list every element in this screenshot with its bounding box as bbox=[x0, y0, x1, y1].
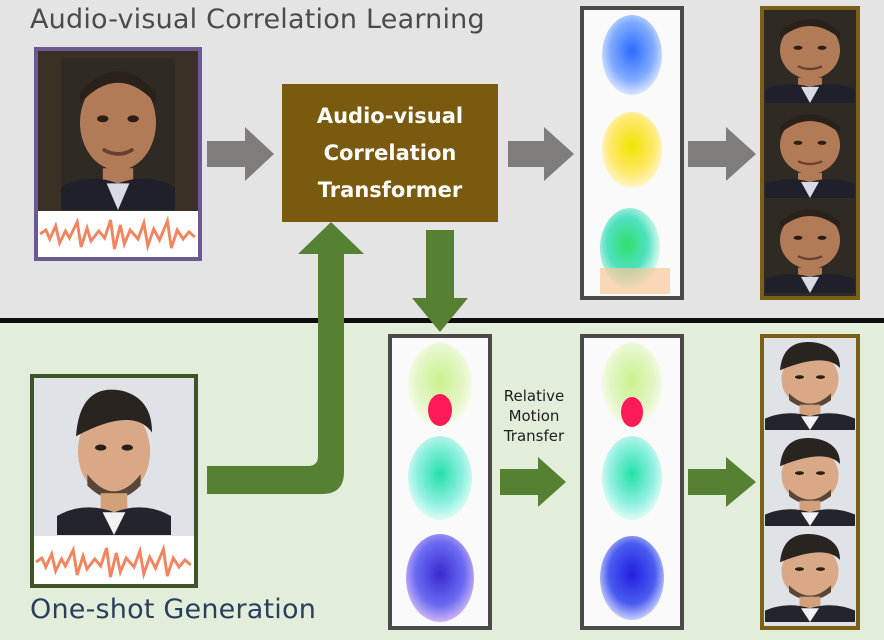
flow-map-icon bbox=[602, 15, 662, 95]
relative-motion-arrow-icon bbox=[500, 457, 566, 507]
transformer-label-line-2: Correlation bbox=[323, 140, 457, 165]
audio-motion-flow-column bbox=[580, 6, 684, 300]
arrow-to-flow-icon bbox=[508, 127, 574, 181]
transformer-label-line-3: Transformer bbox=[317, 177, 463, 202]
flow-map-icon bbox=[602, 436, 662, 520]
green-arrows bbox=[207, 222, 756, 507]
transformer-label-line-1: Audio-visual bbox=[316, 103, 464, 128]
relative-motion-line-2: Motion bbox=[508, 407, 560, 425]
audio-visual-correlation-transformer: Audio-visual Correlation Transformer bbox=[282, 84, 498, 222]
correlation-learning-title: Audio-visual Correlation Learning bbox=[30, 4, 485, 35]
flow-to-output-arrow-icon bbox=[688, 457, 756, 507]
reference-face-frame bbox=[30, 374, 198, 588]
relative-motion-line-3: Transfer bbox=[503, 427, 565, 445]
transformer-to-flow-arrow-icon bbox=[412, 230, 468, 332]
arrow-to-output-icon bbox=[688, 127, 756, 181]
flow-map-icon bbox=[602, 343, 662, 427]
flow-map-icon bbox=[408, 436, 472, 520]
flow-map-icon bbox=[602, 112, 662, 188]
flow-map-icon bbox=[406, 534, 474, 622]
correlation-output-frames bbox=[760, 6, 860, 300]
source-speaker-frame bbox=[34, 47, 202, 261]
one-shot-generation-title: One-shot Generation bbox=[30, 594, 317, 625]
reference-to-transformer-arrow-icon bbox=[207, 222, 364, 494]
one-shot-output-frames bbox=[760, 334, 860, 630]
driving-motion-flow-column bbox=[388, 334, 492, 630]
flow-map-icon bbox=[600, 536, 664, 620]
transferred-motion-flow-column bbox=[580, 334, 684, 630]
relative-motion-line-1: Relative bbox=[503, 387, 565, 405]
gray-arrows bbox=[207, 127, 756, 181]
arrow-to-transformer-icon bbox=[207, 127, 274, 181]
relative-motion-transfer-label: Relative Motion Transfer bbox=[488, 386, 580, 446]
flow-map-icon bbox=[408, 343, 472, 427]
